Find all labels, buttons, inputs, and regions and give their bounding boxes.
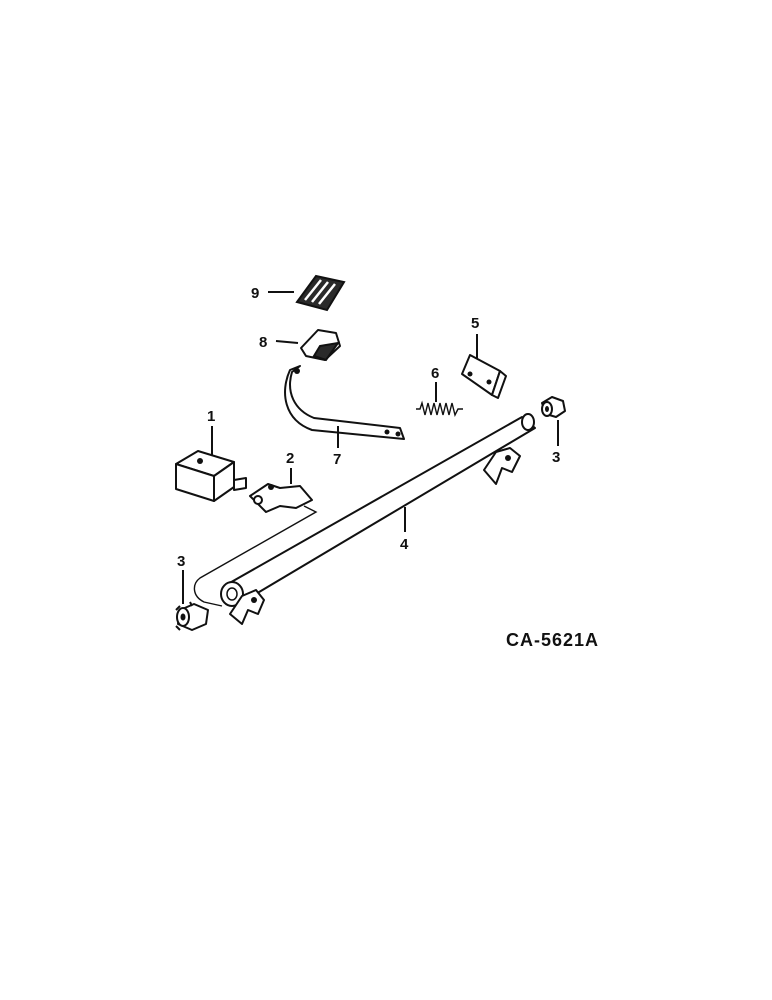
bushing-right-part	[541, 396, 566, 418]
pedal-arm-part	[284, 365, 405, 440]
spring-part	[416, 400, 463, 418]
callout-2: 2	[286, 450, 294, 467]
callout-1: 1	[207, 408, 215, 425]
pedal-part	[300, 329, 341, 362]
callout-4: 4	[400, 536, 409, 553]
callout-3b: 3	[552, 449, 560, 466]
solenoid-block-part	[175, 450, 247, 502]
callout-7: 7	[333, 451, 341, 468]
bushing-left-part	[175, 601, 209, 631]
callout-3a: 3	[177, 553, 185, 570]
pedal-pad-part	[295, 274, 346, 312]
linkage-bracket-part	[249, 483, 313, 513]
callout-6: 6	[431, 365, 439, 382]
callout-5: 5	[471, 315, 479, 332]
figure-code: CA-5621A	[506, 630, 599, 650]
bracket-plate-part	[461, 354, 507, 399]
cross-shaft-part	[220, 413, 536, 625]
leader-8	[275, 340, 299, 344]
assembly-guide-line	[193, 505, 318, 607]
callout-9: 9	[251, 285, 259, 302]
callout-8: 8	[259, 334, 267, 351]
